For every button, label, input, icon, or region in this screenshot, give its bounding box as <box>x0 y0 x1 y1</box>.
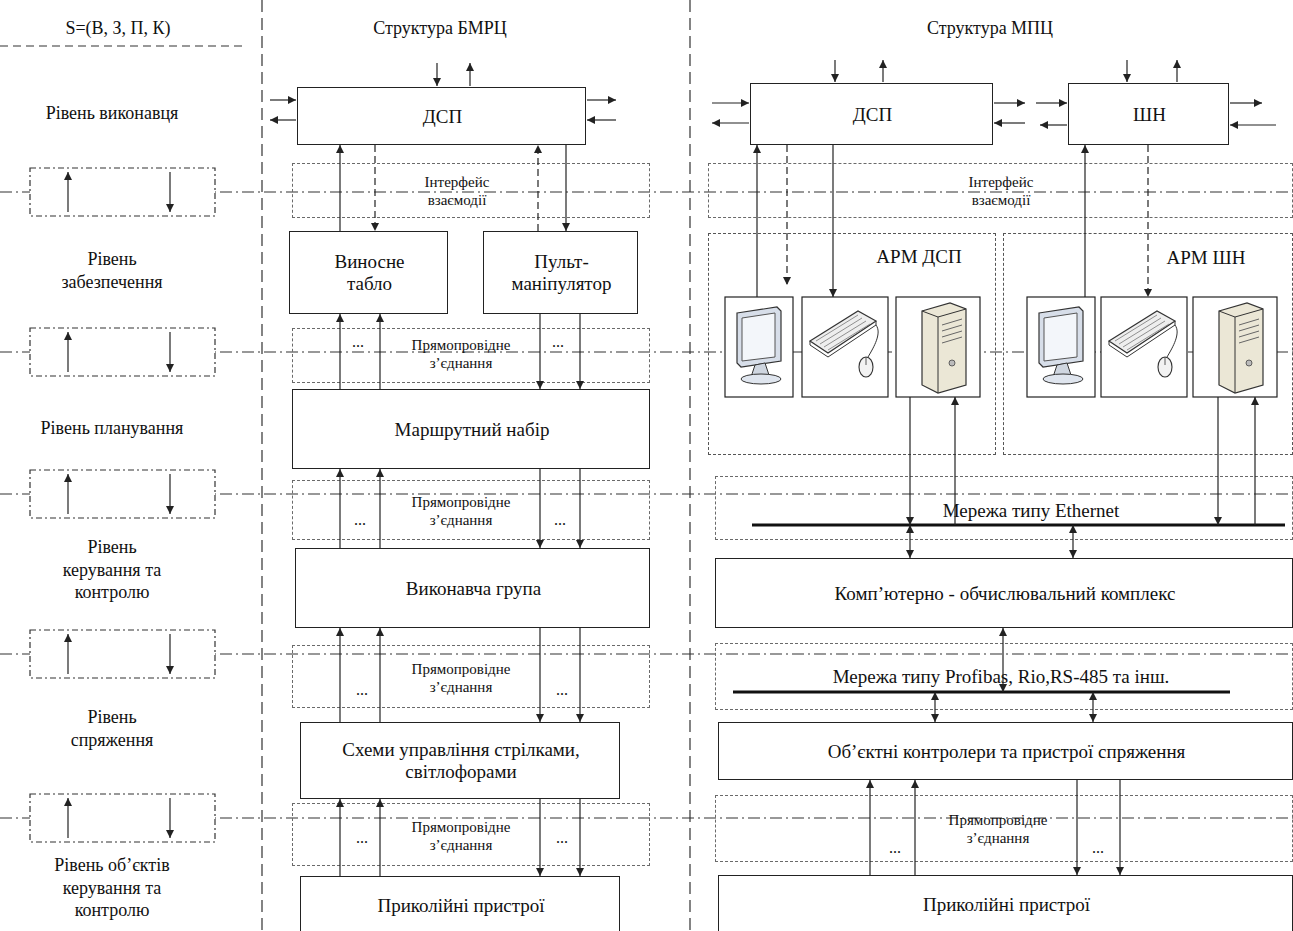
interface-band: Прямопровідне з’єднання <box>715 795 1293 862</box>
node-text: ДСП <box>333 106 553 129</box>
node-text: Приколійні пристрої <box>311 895 611 918</box>
level-label: Рівень виконавця <box>2 102 222 125</box>
workstation-group: АРМ ШН <box>1003 233 1293 455</box>
column-heading: Структура БМРЦ <box>290 17 590 40</box>
signal-connector <box>1072 525 1073 558</box>
node-text: АРМ ДСП <box>859 246 979 269</box>
node-text: Мережа типу Ethernet <box>881 500 1181 523</box>
process-box: Комп’ютерно - обчислювальний комплекс <box>715 558 1293 628</box>
node-text: Прямопровідне з’єднання <box>406 493 516 529</box>
ellipsis-mark: ... <box>543 332 573 352</box>
node-text: Об’єктні контролери та пристрої спряженн… <box>747 741 1267 764</box>
level-transition-box <box>30 168 215 842</box>
signal-connector <box>379 314 380 389</box>
level-label: Рівень спряження <box>57 706 167 751</box>
column-divider <box>261 0 262 931</box>
process-box: ДСП <box>297 87 586 145</box>
process-box: Виконавча група <box>295 548 650 628</box>
ellipsis-mark: ... <box>545 510 575 530</box>
interface-band: Мережа типу Ethernet <box>715 476 1293 540</box>
node-text: Прямопровідне з’єднання <box>943 811 1053 847</box>
ellipsis-mark: ... <box>880 838 910 858</box>
signal-connector <box>339 314 340 389</box>
process-box: ДСП <box>750 83 993 145</box>
signal-connector <box>339 799 340 876</box>
signal-connector <box>539 314 540 389</box>
level-label: Рівень об’єктів керування та контролю <box>37 854 187 922</box>
signal-connector <box>537 145 538 231</box>
signal-connector <box>756 145 757 297</box>
interface-band: Прямопровідне з’єднання <box>292 480 650 540</box>
process-box: Маршрутний набір <box>292 389 650 469</box>
signal-connector <box>374 145 375 231</box>
signal-connector <box>379 799 380 876</box>
node-text: Виносне табло <box>320 251 420 297</box>
node-text: Інтерфейс взаємодії <box>956 173 1046 209</box>
signal-connector <box>1147 145 1148 297</box>
level-label: Рівень керування та контролю <box>50 536 175 604</box>
ellipsis-mark: ... <box>547 828 577 848</box>
node-text: Мережа типу Profibas, Rio,RS-485 та інш. <box>751 666 1251 689</box>
process-box: Пульт- маніпулятор <box>483 231 638 314</box>
node-text: ДСП <box>773 104 973 127</box>
interface-band: Мережа типу Profibas, Rio,RS-485 та інш. <box>715 643 1293 710</box>
ellipsis-mark: ... <box>547 680 577 700</box>
workstation-icons <box>725 297 1277 397</box>
node-text: Маршрутний набір <box>322 419 622 442</box>
signal-connector <box>909 525 910 558</box>
signal-connector <box>1092 692 1093 722</box>
process-box: Об’єктні контролери та пристрої спряженн… <box>718 722 1293 780</box>
node-text: Прямопровідне з’єднання <box>406 818 516 854</box>
interface-band: Інтерфейс взаємодії <box>292 163 650 218</box>
signal-connector <box>909 397 910 525</box>
level-label: Рівень планування <box>12 417 212 440</box>
node-text: АРМ ШН <box>1146 247 1266 270</box>
node-text: Інтерфейс взаємодії <box>412 173 502 209</box>
node-text: ШН <box>1080 104 1220 127</box>
process-box: Схеми управління стрілками, світлофорами <box>300 722 620 799</box>
process-box: Приколійні пристрої <box>718 875 1293 931</box>
signal-connector <box>565 145 566 231</box>
column-divider <box>689 0 690 931</box>
signal-connector <box>934 692 935 722</box>
signal-connector <box>539 799 540 876</box>
ellipsis-mark: ... <box>345 510 375 530</box>
node-text: Схеми управління стрілками, світлофорами <box>311 739 611 785</box>
node-text: Пульт- маніпулятор <box>497 251 627 297</box>
signal-connector <box>1084 145 1085 297</box>
signal-connector <box>1254 397 1255 525</box>
interface-band: Прямопровідне з’єднання <box>292 645 650 708</box>
signal-connector <box>1217 397 1218 525</box>
signal-connector <box>339 145 340 231</box>
signal-connector <box>832 145 833 297</box>
process-box: ШН <box>1068 83 1229 145</box>
level-boundary <box>0 192 1293 818</box>
signal-connector <box>786 145 787 285</box>
signal-connector <box>579 799 580 876</box>
level-label: Рівень забезпечення <box>37 248 187 293</box>
column-heading: Структура МПЦ <box>840 17 1140 40</box>
interface-band: Прямопровідне з’єднання <box>292 328 650 383</box>
ellipsis-mark: ... <box>1083 838 1113 858</box>
node-text: Комп’ютерно - обчислювальний комплекс <box>745 583 1265 606</box>
process-box: Виносне табло <box>289 231 448 314</box>
signal-connector <box>579 314 580 389</box>
interface-band: Інтерфейс взаємодії <box>708 163 1293 218</box>
column-heading: S=(В, З, П, К) <box>0 17 243 40</box>
workstation-group: АРМ ДСП <box>708 233 996 455</box>
ellipsis-mark: ... <box>343 332 373 352</box>
process-box: Приколійні пристрої <box>300 876 620 931</box>
ellipsis-mark: ... <box>347 828 377 848</box>
node-text: Приколійні пристрої <box>747 894 1267 917</box>
node-text: Прямопровідне з’єднання <box>406 660 516 696</box>
ellipsis-mark: ... <box>347 680 377 700</box>
node-text: Прямопровідне з’єднання <box>406 336 516 372</box>
header-rule <box>0 45 245 46</box>
node-text: Виконавча група <box>324 578 624 601</box>
interface-band: Прямопровідне з’єднання <box>292 803 650 866</box>
